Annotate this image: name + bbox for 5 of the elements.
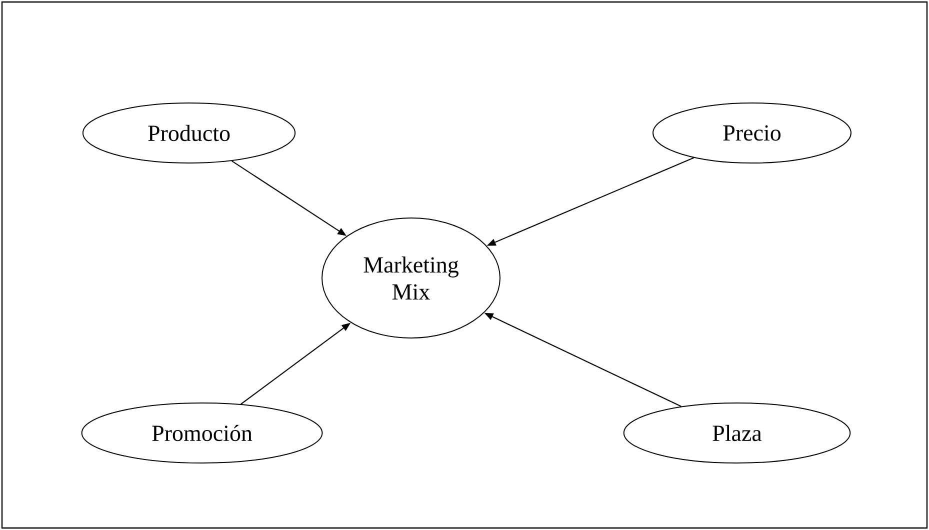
ellipse-node: Producto — [82, 102, 296, 164]
ellipse-node: Marketing Mix — [322, 218, 500, 338]
ellipse-node: Plaza — [623, 402, 851, 464]
ellipse-node: Promoción — [81, 402, 323, 464]
ellipse-node: Precio — [652, 102, 852, 164]
